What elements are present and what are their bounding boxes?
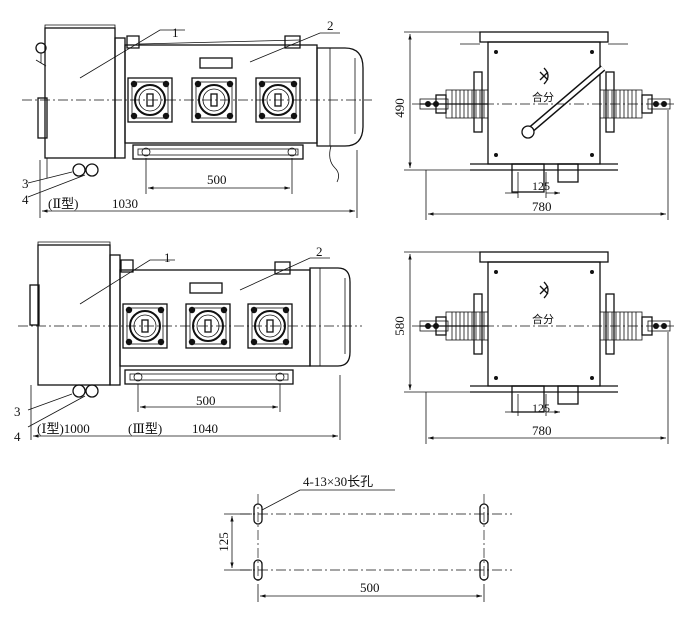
type13-front-view: 1 2 3 4 500 (Ⅰ型)1000 (Ⅲ型) 1040 [14,241,362,444]
type13-callout-3: 3 [14,404,21,419]
type13-callout-1: 1 [164,250,171,265]
type13-callout-4: 4 [14,429,21,444]
slot-hole [479,559,489,581]
slot-hole [253,559,263,581]
type3-label: (Ⅲ型) [128,421,162,436]
bottom-dim-width: 780 [532,423,552,438]
plan-dim-span: 500 [360,580,380,595]
type2-callout-1: 1 [172,25,179,40]
slot-hole [253,503,263,525]
type2-dim-length: 1030 [112,196,138,211]
top-switch-label: 合分 [532,90,554,104]
junction-box-2 [37,244,111,386]
slot-hole [479,503,489,525]
type2-callout-4: 4 [22,192,29,207]
main-enclosure [124,44,318,144]
mounting-plan: 4-13×30长孔 125 500 [216,474,512,602]
type1-label: (Ⅰ型)1000 [37,421,90,436]
hole-spec-label: 4-13×30长孔 [303,474,373,489]
top-dim-height: 490 [392,98,407,118]
type2-label: (Ⅱ型) [48,196,79,211]
type2-dim-mounting: 500 [207,172,227,187]
top-dim-base: 125 [532,179,550,193]
type2-callout-2: 2 [327,18,334,33]
bottom-switch-label: 合分 [532,312,554,326]
motor-end [316,47,364,147]
type2-front-view: 1 2 3 4 500 (Ⅱ型) 1030 [22,18,372,218]
bottom-dim-height: 580 [392,316,407,336]
type13-dim-length: 1040 [192,421,218,436]
side-view-top: 490 125 780 合分 [392,31,676,220]
junction-box [44,27,116,159]
bottom-dim-base: 125 [532,401,550,415]
type13-callout-2: 2 [316,244,323,259]
top-dim-width: 780 [532,199,552,214]
type13-dim-mounting: 500 [196,393,216,408]
side-view-bottom: 580 125 780 合分 [392,251,676,444]
plan-dim-depth: 125 [216,532,231,552]
type2-callout-3: 3 [22,176,29,191]
